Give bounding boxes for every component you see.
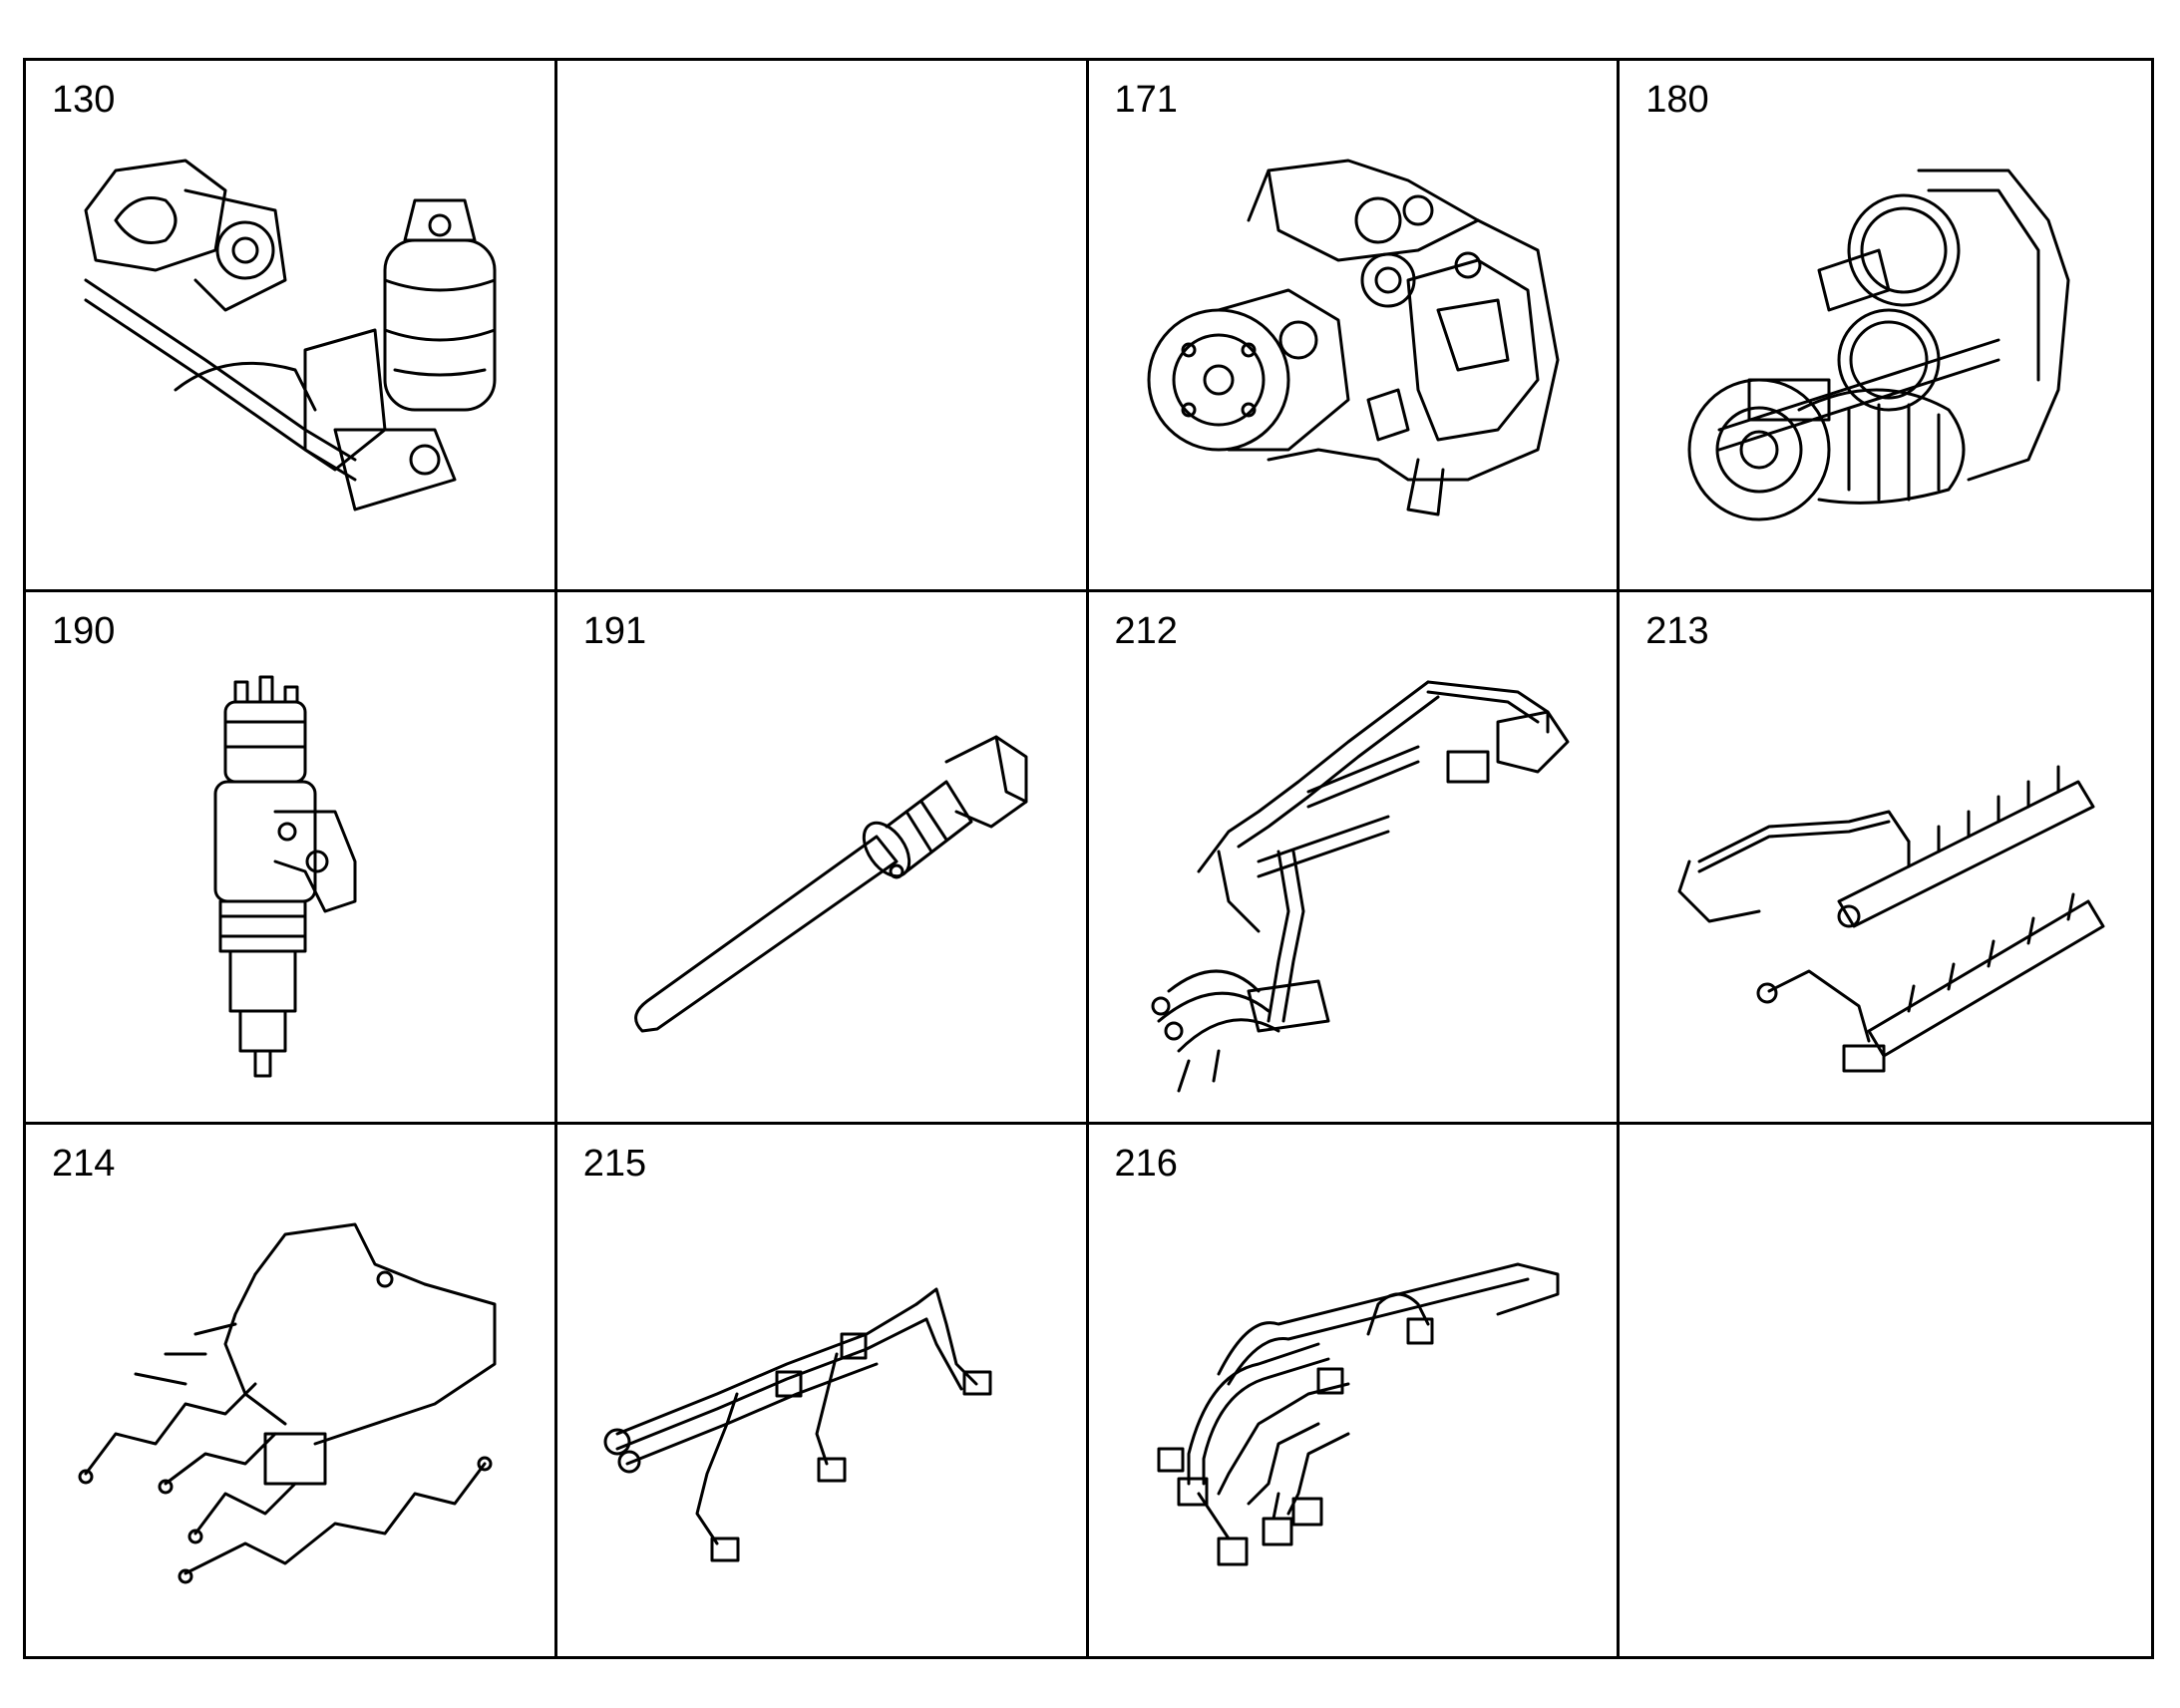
part-number: 213 <box>1645 610 1709 653</box>
part-cell-212[interactable]: 212 <box>1088 592 1621 1125</box>
part-number: 191 <box>582 610 647 653</box>
part-number: 130 <box>52 79 116 121</box>
part-number: 214 <box>52 1142 116 1185</box>
pump-drive-gear-assembly-icon <box>1649 131 2118 569</box>
injector-connector-tube-icon <box>587 662 1056 1101</box>
part-cell-214[interactable]: 214 <box>26 1124 557 1656</box>
part-cell-171[interactable]: 171 <box>1088 61 1621 593</box>
wiring-harness-icon <box>56 1195 525 1633</box>
injector-harness-icon <box>1119 1195 1588 1633</box>
part-cell-216[interactable]: 216 <box>1089 1124 1621 1656</box>
empty-cell <box>1620 1125 2151 1656</box>
fuel-line-harness-icon <box>1119 662 1588 1101</box>
part-cell-130[interactable]: 130 <box>26 61 557 593</box>
empty-cell <box>556 61 1089 593</box>
part-number: 180 <box>1645 79 1709 121</box>
part-cell-213[interactable]: 213 <box>1620 592 2151 1125</box>
part-cell-180[interactable]: 180 <box>1620 61 2151 593</box>
fuel-rail-icon <box>1649 662 2118 1101</box>
injector-harness-icon <box>587 1195 1056 1633</box>
fuel-injection-pump-icon <box>1119 131 1588 569</box>
parts-illustration-grid: 130 171 <box>23 58 2154 1659</box>
part-number: 171 <box>1114 79 1178 121</box>
part-cell-215[interactable]: 215 <box>557 1124 1089 1656</box>
part-number: 215 <box>582 1142 647 1185</box>
part-number: 216 <box>1114 1142 1178 1185</box>
fuel-filter-housing-assembly-icon <box>56 131 525 569</box>
part-cell-191[interactable]: 191 <box>556 592 1089 1125</box>
fuel-injector-icon <box>56 662 525 1101</box>
part-cell-190[interactable]: 190 <box>26 592 557 1125</box>
part-number: 190 <box>52 610 116 653</box>
part-number: 212 <box>1114 610 1178 653</box>
